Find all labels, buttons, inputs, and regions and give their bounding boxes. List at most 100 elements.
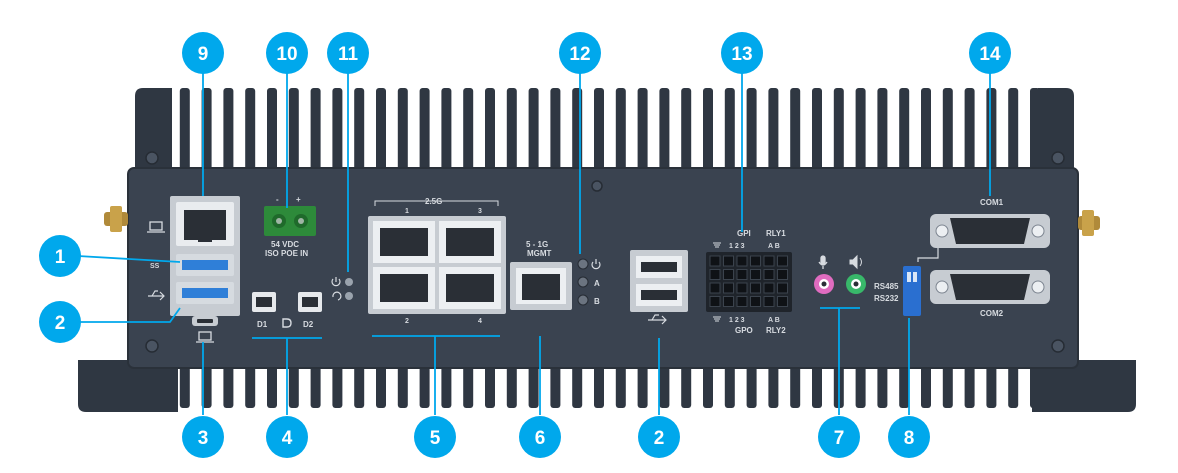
- lan-port-1[interactable]: [373, 221, 435, 263]
- led-b-label: B: [594, 297, 600, 306]
- callout-circle: [182, 416, 224, 458]
- displayport-d2[interactable]: [298, 292, 322, 312]
- callout-rs485-rs232-switch: 8: [888, 416, 930, 458]
- power-terminal-block[interactable]: [264, 206, 316, 236]
- heatsink-fin-bottom: [812, 360, 822, 408]
- mic-in-jack[interactable]: [814, 274, 834, 294]
- bottom-left-foot: [78, 360, 178, 412]
- gpio-pin: [736, 296, 748, 307]
- heatsink-fin-top: [724, 88, 735, 172]
- rs232-label: RS232: [874, 294, 899, 303]
- heatsink-fin-bottom: [942, 360, 953, 408]
- heatsink-fin-top: [1008, 88, 1019, 172]
- displayport-d1[interactable]: [252, 292, 276, 312]
- com1-port[interactable]: [930, 214, 1050, 248]
- dp2-label: D2: [303, 320, 314, 329]
- heatsink-fin-top: [986, 88, 997, 172]
- callout-displayport-ports: 4: [266, 416, 308, 458]
- gpio-pin: [763, 269, 775, 280]
- heatsink-fin-top: [921, 88, 931, 172]
- heatsink-fin-bottom: [201, 360, 212, 408]
- gpio-pin: [763, 255, 775, 267]
- usb2-right-port-bottom[interactable]: [636, 284, 682, 306]
- heatsink-fin-top: [288, 88, 299, 172]
- callout-circle: [182, 32, 224, 74]
- heatsink-fin-top: [376, 88, 386, 172]
- heatsink-fin-top: [267, 88, 277, 172]
- heatsink-fin-top: [637, 88, 648, 172]
- console-micro-usb-port[interactable]: [192, 316, 218, 326]
- gpio-pin: [709, 282, 721, 294]
- usb3-port-bottom[interactable]: [176, 282, 234, 304]
- heatsink-fin-top: [485, 88, 495, 172]
- heatsink-fin-top: [855, 88, 866, 172]
- displayport-icon: [282, 318, 292, 328]
- gpio-pins: [709, 255, 788, 307]
- gpio-pin: [723, 282, 734, 294]
- rs485-rs232-dip-switch[interactable]: [903, 266, 921, 316]
- heatsink-fin-bottom: [986, 360, 997, 408]
- callout-number: 9: [198, 44, 209, 65]
- heatsink-fin-bottom: [790, 360, 801, 408]
- reset-button[interactable]: [345, 292, 353, 300]
- gpo-ground-icon: [713, 316, 721, 322]
- callout-number: 13: [731, 44, 752, 65]
- gpi-nums: 1 2 3: [729, 243, 745, 250]
- heatsink-fin-top: [441, 88, 452, 172]
- heatsink-fin-top: [681, 88, 692, 172]
- mgmt-speed-label: 5 - 1G: [526, 240, 548, 249]
- led-power-icon: [591, 259, 601, 270]
- callout-number: 1: [55, 247, 66, 268]
- power-input-label: 54 VDC: [271, 240, 299, 249]
- callout-number: 11: [338, 44, 359, 65]
- rly2-label: RLY2: [766, 326, 786, 335]
- heatsink-fin-top: [201, 88, 212, 172]
- line-out-jack[interactable]: [846, 274, 866, 294]
- callout-circle: [266, 416, 308, 458]
- heatsink-fin-bottom: [441, 360, 452, 408]
- heatsink-fin-top: [419, 88, 430, 172]
- lan-port-2[interactable]: [373, 267, 435, 309]
- gpio-pin: [709, 296, 721, 307]
- lan-port1-label: 1: [405, 208, 409, 215]
- terminal-minus-label: -: [276, 195, 279, 204]
- usb3-port-top[interactable]: [176, 254, 234, 276]
- callout-gpio-relay-terminal: 13: [721, 32, 763, 74]
- mgmt-port[interactable]: [510, 262, 572, 310]
- heatsink-fin-top: [790, 88, 801, 172]
- gpio-pin: [777, 296, 788, 307]
- heatsink-fin-top: [703, 88, 713, 172]
- callout-number: 7: [834, 428, 845, 449]
- heatsink-fin-bottom: [419, 360, 430, 408]
- gpio-pin: [750, 282, 761, 294]
- callout-circle: [818, 416, 860, 458]
- callout-circle: [327, 32, 369, 74]
- console-rj45-port[interactable]: [176, 202, 234, 246]
- callout-power-reset-buttons: 11: [327, 32, 369, 74]
- antenna-right: [1078, 210, 1100, 236]
- com2-port[interactable]: [930, 270, 1050, 304]
- heatsink-fin-bottom: [397, 360, 408, 408]
- heatsink-fin-bottom: [855, 360, 866, 408]
- rly2-ab: A B: [768, 317, 780, 324]
- lan-port-3[interactable]: [439, 221, 501, 263]
- callout-usb2-ports-right: 2: [638, 416, 680, 458]
- power-button[interactable]: [345, 278, 353, 286]
- lan-port-4[interactable]: [439, 267, 501, 309]
- antenna-left: [104, 206, 128, 232]
- usb2-right-port-top[interactable]: [636, 256, 682, 278]
- gpi-ground-icon: [713, 242, 721, 248]
- callout-usb3-ports: 1: [39, 235, 81, 277]
- gpio-pin: [736, 282, 748, 294]
- heatsink-fin-bottom: [572, 360, 583, 408]
- gpo-nums: 1 2 3: [729, 317, 745, 324]
- heatsink-fin-top: [615, 88, 626, 172]
- heatsink-fin-bottom: [376, 360, 386, 408]
- usb-right-icon: [648, 314, 667, 325]
- heatsink-fin-bottom: [354, 360, 365, 408]
- heatsink-fin-top: [1030, 88, 1040, 172]
- callout-management-port: 6: [519, 416, 561, 458]
- heatsink-fin-top: [964, 88, 975, 172]
- heatsink-fin-bottom: [550, 360, 561, 408]
- heatsink-fin-bottom: [1008, 360, 1019, 408]
